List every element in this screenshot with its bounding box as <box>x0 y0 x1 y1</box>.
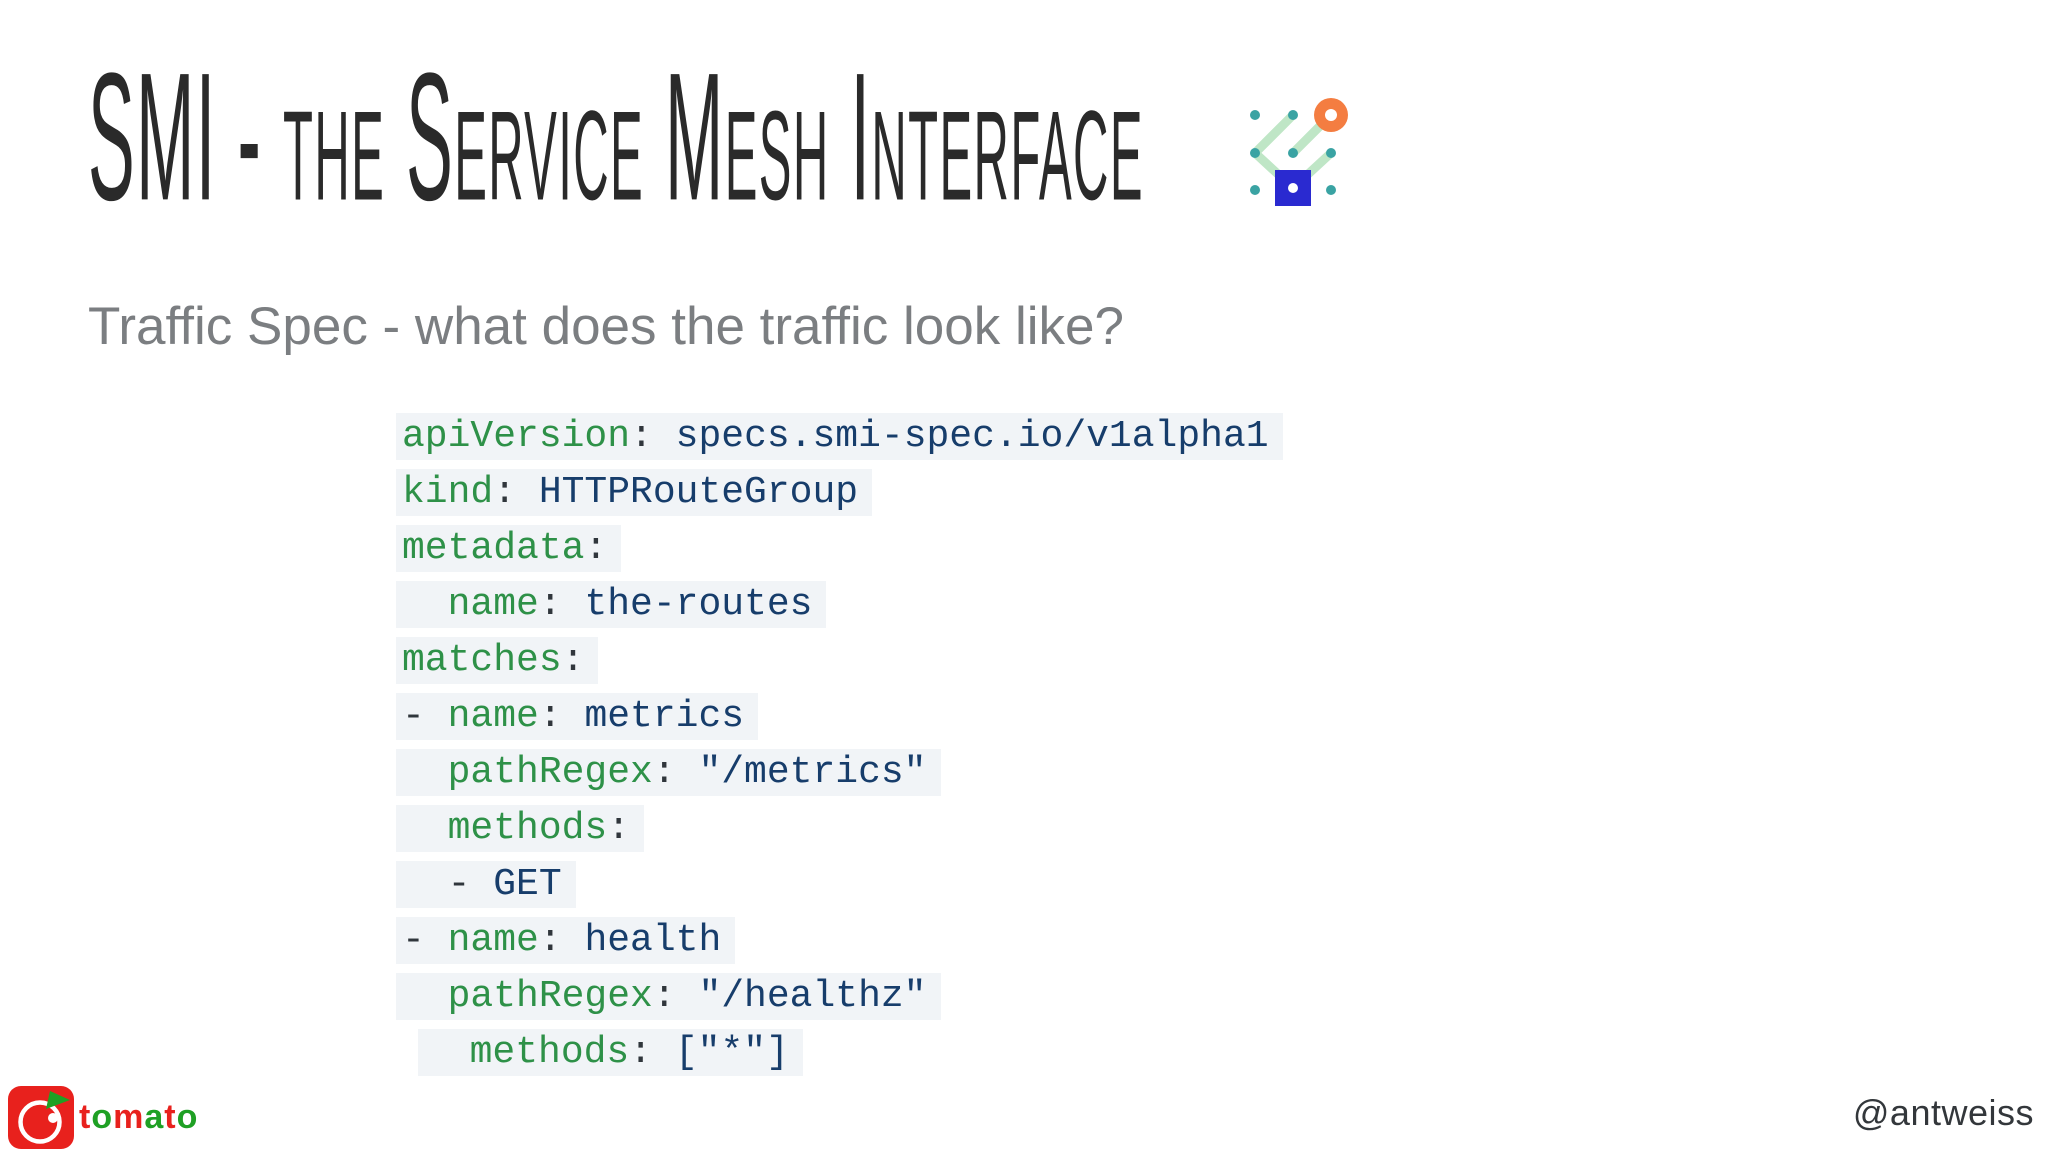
code-line: metadata: <box>396 522 1283 578</box>
code-line: - GET <box>396 858 1283 914</box>
code-line: name: the-routes <box>396 578 1283 634</box>
author-handle: @antweiss <box>1852 1092 2034 1133</box>
code-line: apiVersion: specs.smi-spec.io/v1alpha1 <box>396 410 1283 466</box>
code-line: matches: <box>396 634 1283 690</box>
tomato-letter: o <box>176 1098 199 1136</box>
page-title: SMI - the Service Mesh Interface <box>88 34 1144 239</box>
code-line: kind: HTTPRouteGroup <box>396 466 1283 522</box>
tomato-letter: a <box>144 1098 165 1136</box>
code-line: - name: metrics <box>396 690 1283 746</box>
code-line: methods: <box>396 802 1283 858</box>
smi-logo-icon <box>1250 98 1348 206</box>
subtitle: Traffic Spec - what does the traffic loo… <box>88 297 1124 356</box>
tomato-letter: m <box>113 1098 145 1136</box>
tomato-letter: t <box>164 1098 177 1136</box>
tomato-letter: o <box>91 1098 114 1136</box>
tomato-icon <box>8 1086 74 1149</box>
tomato-wordmark: tomato <box>79 1098 198 1137</box>
code-line: pathRegex: "/metrics" <box>396 746 1283 802</box>
code-line: methods: ["*"] <box>418 1026 1283 1082</box>
tomato-letter: t <box>79 1098 92 1136</box>
tomato-logo: tomato <box>8 1086 198 1149</box>
code-line: - name: health <box>396 914 1283 970</box>
code-line: pathRegex: "/healthz" <box>396 970 1283 1026</box>
